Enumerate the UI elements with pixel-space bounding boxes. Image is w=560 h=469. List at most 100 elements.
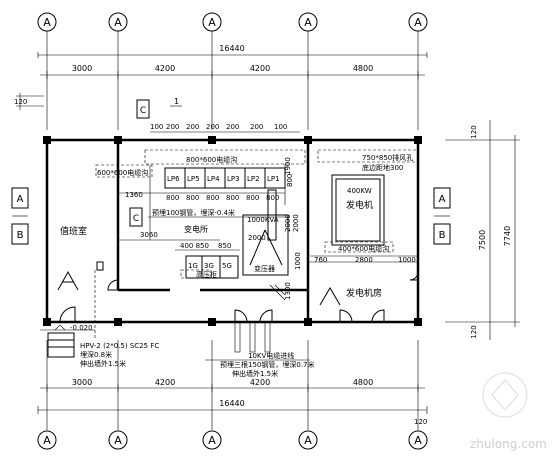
building-walls [43, 136, 422, 326]
axis-label: A [304, 16, 312, 29]
dim-small: 200 [206, 123, 219, 131]
generator-kw: 400KW [347, 187, 372, 195]
dim-small: 1000 [294, 252, 302, 270]
dim-small: 800 [286, 174, 294, 187]
panel-label: LP6 [167, 175, 180, 183]
dim-small: 800 [266, 194, 279, 202]
section-label: C [140, 106, 146, 116]
dim-total-top: 16440 [219, 44, 244, 53]
axis-label: A [43, 434, 51, 447]
dim-small: 200 [166, 123, 179, 131]
dim-small: 200 [186, 123, 199, 131]
vent-label: 底边距地300 [362, 163, 403, 172]
cable-note: 10KV电缆进线 [248, 351, 294, 360]
axis-bubble [37, 430, 57, 450]
dim-span: 4800 [353, 378, 373, 387]
axis-bubble [202, 430, 222, 450]
dim-small: 800 [226, 194, 239, 202]
dim-small: 3060 [140, 231, 158, 239]
axis-label: A [43, 16, 51, 29]
axis-label: B [439, 230, 446, 241]
dim-span: 4200 [155, 64, 175, 73]
dim-small: 800 [166, 194, 179, 202]
dim-small: 400 850 [180, 242, 209, 250]
mark-label: 1 [174, 97, 179, 106]
panel-label: LP2 [247, 175, 260, 183]
generator-box [331, 174, 385, 246]
generator-label: 发电机 [346, 199, 373, 211]
dim-span: 4200 [250, 64, 270, 73]
dim-small: 1900 [284, 157, 292, 175]
dim-small: 800 [206, 194, 219, 202]
axis-label: A [114, 434, 122, 447]
axis-label: A [439, 194, 446, 205]
dim-span: 4200 [155, 378, 175, 387]
axis-bubble [108, 430, 128, 450]
section-mark [129, 207, 143, 227]
note-label: 预埋100钢管，埋深-0.4米 [152, 208, 235, 217]
axis-label: A [414, 16, 422, 29]
section-mark [136, 99, 150, 119]
room-label-generator: 发电机房 [346, 287, 382, 299]
top-dimensions: 16440 3000 4200 4200 4800 120 [14, 44, 428, 110]
axis-label: B [17, 230, 24, 241]
axis-box [11, 223, 29, 245]
dim-right-total: 7740 [503, 226, 512, 246]
dim-right-span: 7500 [478, 230, 487, 250]
room-label-substation: 变电所 [184, 224, 208, 234]
dim-span: 3000 [72, 64, 92, 73]
busbar [267, 189, 277, 241]
dim-small: 1360 [125, 191, 143, 199]
cable-note: 伸出墙外1.5米 [232, 369, 278, 378]
panel-label: LP3 [227, 175, 240, 183]
dim-small: 2000 [292, 214, 300, 232]
panel-label: LP4 [207, 175, 220, 183]
transformer-box [242, 214, 289, 276]
axis-bubble [298, 430, 318, 450]
top-small-dims: 100 200 200 200 200 200 100 C C 1 [129, 97, 300, 227]
dim-small: 850 [218, 242, 231, 250]
dim-total-bottom: 16440 [219, 399, 244, 408]
dim-right-off: 120 [470, 325, 478, 338]
dim-small: 760 [314, 256, 327, 264]
dim-small: 200 [226, 123, 239, 131]
trench-label: 600*600电缆沟 [97, 168, 148, 177]
side-axis: A B A B 7500 7740 120 120 [11, 120, 520, 340]
bottom-axis: 3000 4200 4200 4800 16440 120 A A A A A [37, 340, 428, 450]
generator-room: 750*850排风孔 底边距地300 400KW 发电机 400*600电缆沟 … [310, 149, 419, 323]
axis-bubble [408, 430, 428, 450]
axis-label: A [414, 434, 422, 447]
panel-label: LP1 [267, 175, 280, 183]
axis-label: A [17, 194, 24, 205]
watermark: zhulong.com [470, 372, 547, 451]
axis-label: A [304, 434, 312, 447]
cable-note: 埋深0.8米 [80, 350, 112, 359]
hv-cable-entry: 10KV电缆进线 预埋三根150钢管，埋深0.7米 伸出墙外1.5米 [205, 309, 315, 378]
panel-label: LP5 [187, 175, 200, 183]
axis-box [433, 187, 451, 209]
watermark-text: zhulong.com [470, 437, 547, 451]
axis-box [11, 187, 29, 209]
axis-box [433, 223, 451, 245]
dim-span: 4800 [353, 64, 373, 73]
dim-span: 4200 [250, 378, 270, 387]
dim-small: 2000 [284, 214, 292, 232]
dim-offset-top: 120 [14, 98, 27, 106]
transformer-cap: 1000KVA [247, 216, 279, 224]
elevation-label: -0.020 [70, 324, 93, 332]
trench-label: 400*600电缆沟 [338, 244, 389, 253]
hv-cabinet-label: 高压柜 [196, 270, 217, 279]
dim-offset-bottom: 120 [414, 418, 427, 426]
hv-unit-label: 1G [188, 262, 198, 270]
cable-note: HPV-2 (2*0.5) SC25 FC [80, 342, 159, 350]
room-label-duty: 值班室 [60, 225, 87, 237]
lp-panels: LP6 LP5 LP4 LP3 LP2 LP1 800 800 800 800 … [118, 157, 294, 202]
dim-span: 3000 [72, 378, 92, 387]
substation-area: 预埋100钢管，埋深-0.4米 变电所 3060 400 850 850 1G … [118, 189, 302, 301]
trench-label: 800*600电缆沟 [186, 155, 237, 164]
section-label: C [133, 214, 139, 224]
dim-small: 200 [250, 123, 263, 131]
hv-unit-label: 5G [222, 262, 232, 270]
top-axis-bubbles: A A A A A [37, 12, 428, 130]
